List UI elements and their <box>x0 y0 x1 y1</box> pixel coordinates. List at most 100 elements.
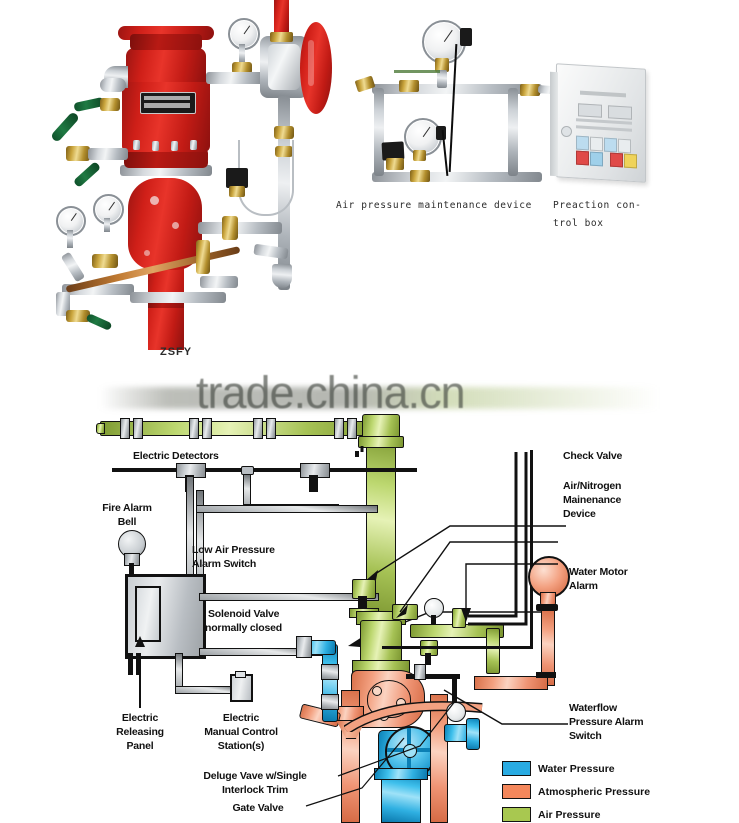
valve-body-highlight-3 <box>144 250 150 256</box>
label-fire-alarm-bell-line1: Fire Alarm <box>102 502 152 514</box>
green-handle-mid <box>49 111 81 143</box>
label-water-motor-line1: Water Motor <box>569 566 628 578</box>
upper-valve-neck <box>126 48 206 82</box>
apd-top-rail <box>372 84 542 94</box>
apd-gauge-lower-base <box>413 150 426 161</box>
indicator-lamp-blue-2[interactable] <box>604 137 617 153</box>
leader-gate-valve <box>305 737 405 807</box>
handwheel-hub <box>403 744 417 758</box>
brass-drain-valve <box>222 216 238 240</box>
indicator-lamp-white-2[interactable] <box>618 138 631 154</box>
legend-item-atmospheric: Atmospheric Pressure <box>502 784 650 799</box>
gauge-stem-mid <box>104 218 110 232</box>
trim-brass-a <box>92 254 118 268</box>
caption-zsfy: ZSFY <box>160 346 193 358</box>
low-air-switch-stem <box>358 596 367 610</box>
label-deluge-valve-line2: Interlock Trim <box>221 784 289 796</box>
caption-air-pressure-device: Air pressure maintenance device <box>336 200 532 211</box>
water-motor-alarm-feed <box>474 676 548 690</box>
pipe-to-chamber <box>206 72 264 84</box>
left-trim-fitting-2 <box>321 694 339 710</box>
wire-to-low-air-switch <box>196 505 378 513</box>
label-electric-releasing-line2: Releasing <box>116 726 164 738</box>
panel-display <box>135 586 161 642</box>
indicator-lamp-white-1[interactable] <box>590 136 603 152</box>
label-solenoid-valve-line1: Solenoid Valve <box>208 608 280 620</box>
control-box-side <box>550 71 558 177</box>
maint-loop-anchor <box>355 451 359 457</box>
apd-gauge-top-stem <box>437 70 447 88</box>
label-waterflow-line2: Pressure Alarm <box>569 716 644 728</box>
panel-leg-left <box>128 653 133 675</box>
manual-station-handle <box>235 671 246 678</box>
pipe-coupling-4 <box>202 418 212 439</box>
pipe-coupling-5 <box>253 418 263 439</box>
valve-body-highlight-2 <box>172 222 179 229</box>
air-chamber-body <box>360 620 402 666</box>
apd-gauge-top-switch <box>460 28 472 46</box>
label-check-valve: Check Valve <box>563 450 623 462</box>
electric-manual-control-station[interactable] <box>230 674 253 702</box>
red-handwheel <box>300 22 332 114</box>
legend-label-water: Water Pressure <box>538 762 615 775</box>
trim-brass-b <box>66 310 90 322</box>
pressure-legend: Water Pressure Atmospheric Pressure Air … <box>502 761 732 823</box>
brass-fitting-upper-left <box>100 98 120 111</box>
diaphragm-chamber-face <box>268 44 300 90</box>
apd-brass-fitting-2 <box>410 170 430 182</box>
button-blue[interactable] <box>590 151 603 167</box>
left-elbow-upper-stub <box>100 78 126 92</box>
riser-flange-top <box>358 436 404 448</box>
label-electric-releasing-line1: Electric <box>121 712 159 724</box>
caption-control-box-line2: trol box <box>553 218 604 229</box>
bottom-tee-pipe <box>200 276 238 288</box>
air-trim-down-leg <box>486 628 500 674</box>
waterflow-alarm-line-wrap <box>343 698 484 735</box>
water-motor-alarm-gong <box>528 556 570 598</box>
air-trim-drip-stem <box>425 653 431 665</box>
caption-control-box-line1: Preaction con- <box>553 200 642 211</box>
pipe-coupling-1 <box>120 418 130 439</box>
button-yellow[interactable] <box>624 153 637 169</box>
label-manual-control-line1: Electric <box>222 712 260 724</box>
label-gate-valve: Gate Valve <box>232 802 284 814</box>
apd-left-rail <box>374 88 384 176</box>
handwheel-highlight <box>308 40 314 86</box>
leader-deluge-valve <box>337 699 457 777</box>
label-fire-alarm-bell-line2: Bell <box>117 516 137 528</box>
waterflow-switch-stem <box>466 718 480 750</box>
water-motor-alarm-drop <box>541 610 555 686</box>
key-lock[interactable] <box>561 126 572 137</box>
label-manual-control-line3: Station(s) <box>217 740 265 752</box>
apd-right-rail <box>508 88 518 176</box>
button-red[interactable] <box>576 150 589 166</box>
control-box-display-2 <box>608 105 632 120</box>
apd-brass-fitting-1 <box>399 80 419 92</box>
legend-swatch-air <box>502 807 531 822</box>
trim-pipe-a <box>60 251 86 283</box>
label-air-nitrogen-line2: Mainenance <box>563 494 622 506</box>
solenoid-valve-body <box>296 636 312 658</box>
control-box-display-1 <box>578 103 602 118</box>
apd-solenoid-base <box>386 158 404 170</box>
branch-end-cap <box>96 423 105 434</box>
panel-leg-left-2 <box>136 653 141 675</box>
label-electric-releasing-line3: Panel <box>126 740 154 752</box>
legend-swatch-water <box>502 761 531 776</box>
deluge-valve-clapper <box>367 680 411 718</box>
mid-flange <box>120 165 212 176</box>
brass-union-top <box>270 32 293 42</box>
indicator-lamp-blue-1[interactable] <box>576 135 589 151</box>
top-red-supply-pipe <box>274 0 289 34</box>
flange-bolt <box>133 140 140 150</box>
trim-pipe-d <box>130 292 226 303</box>
bottom-outlet <box>272 264 292 288</box>
button-red-2[interactable] <box>610 152 623 168</box>
detector-line <box>112 468 417 472</box>
pipe-coupling-2 <box>133 418 143 439</box>
brass-valve-mid-left <box>66 146 90 161</box>
pipe-coupling-6 <box>266 418 276 439</box>
water-motor-alarm-base <box>536 604 558 611</box>
legend-swatch-atmospheric <box>502 784 531 799</box>
water-motor-alarm-elbow <box>536 672 556 678</box>
